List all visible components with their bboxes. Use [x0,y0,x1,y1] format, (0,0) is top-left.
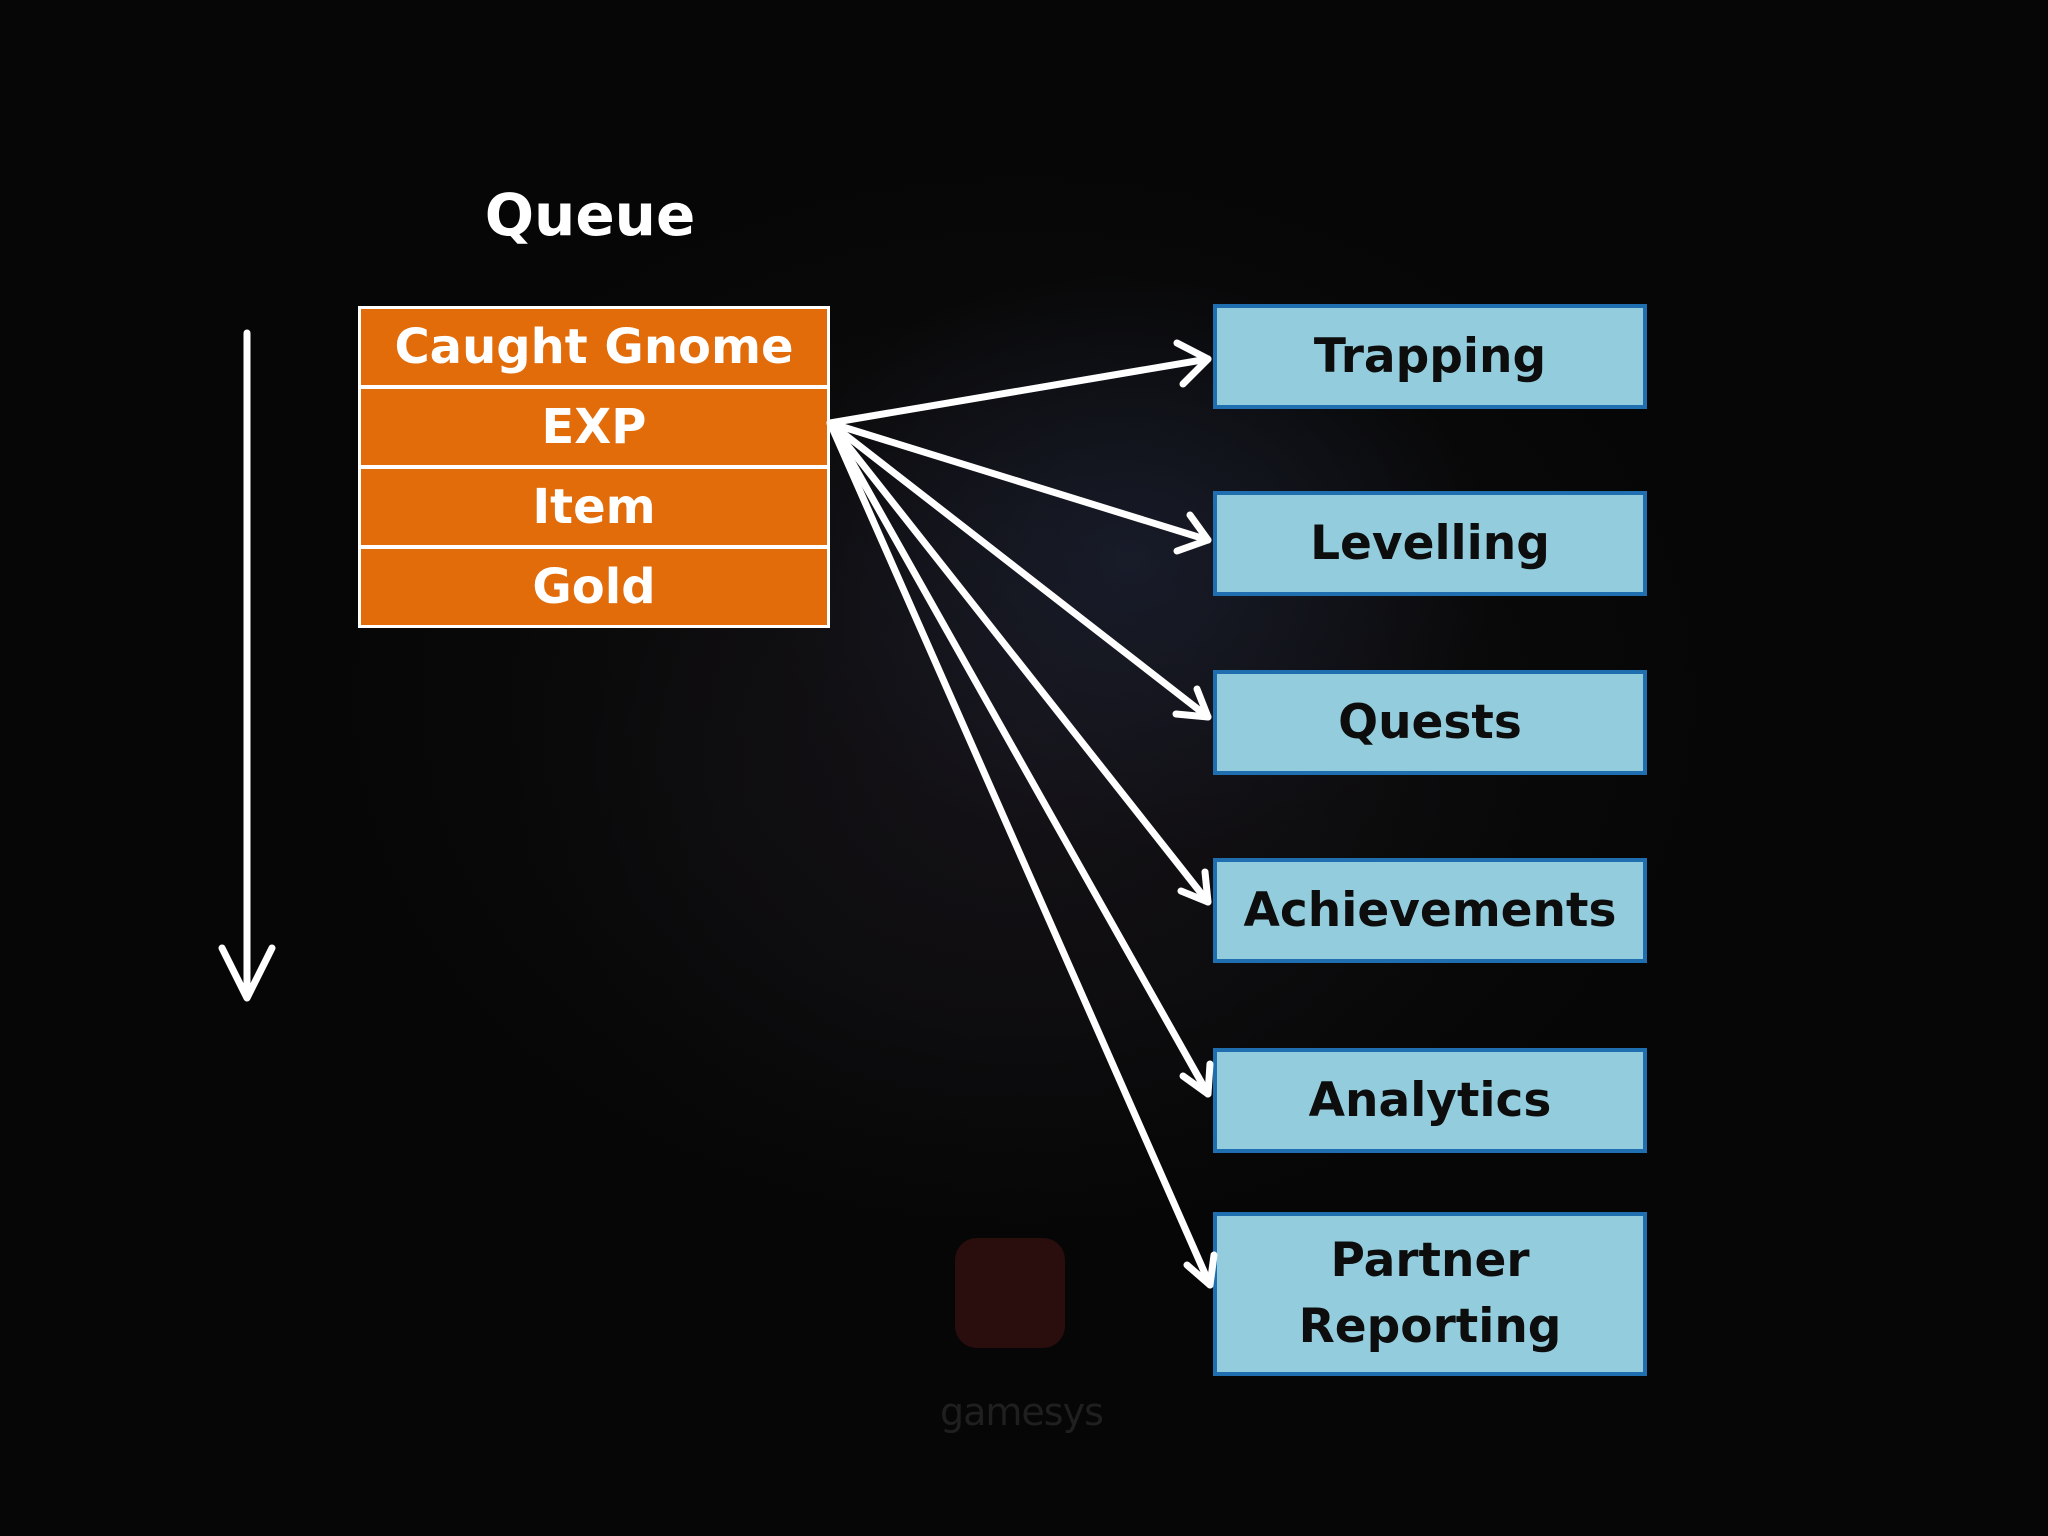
queue-item-caught-gnome: Caught Gnome [361,309,827,385]
arrowhead-icon [1173,511,1212,555]
target-partner-reporting: Partner Reporting [1213,1212,1647,1376]
target-achievements: Achievements [1213,858,1647,963]
target-label: Trapping [1313,328,1547,384]
arrow-to-trapping [826,355,1212,427]
arrowhead-icon [1177,868,1212,906]
arrow-to-quests [826,419,1212,721]
target-label: Analytics [1308,1072,1552,1128]
target-label: Achievements [1243,882,1617,938]
queue-title: Queue [484,181,696,249]
target-label: Levelling [1310,515,1550,571]
target-label: Quests [1338,694,1522,750]
arrowhead-icon [1173,339,1212,388]
time-flow-arrowhead-icon [218,944,276,1002]
queue-item-exp: EXP [361,389,827,465]
target-analytics: Analytics [1213,1048,1647,1153]
target-label-line-2: Reporting [1298,1299,1562,1354]
target-trapping: Trapping [1213,304,1647,409]
arrow-to-levelling [826,419,1212,544]
queue-item-item: Item [361,469,827,545]
arrowhead-icon [1183,1251,1218,1289]
target-label-line-1: Partner [1330,1233,1530,1288]
queue-item-gold: Gold [361,549,827,625]
arrowhead-icon [1172,685,1212,721]
arrow-to-partner-reporting [826,419,1214,1289]
watermark-text: gamesys [940,1390,1104,1434]
target-levelling: Levelling [1213,491,1647,596]
arrow-to-achievements [826,419,1212,906]
arrowhead-icon [1179,1060,1214,1098]
arrow-to-analytics [826,419,1212,1098]
queue-stack: Caught Gnome EXP Item Gold [358,306,830,628]
target-quests: Quests [1213,670,1647,775]
gamesys-logo-icon [955,1238,1065,1348]
